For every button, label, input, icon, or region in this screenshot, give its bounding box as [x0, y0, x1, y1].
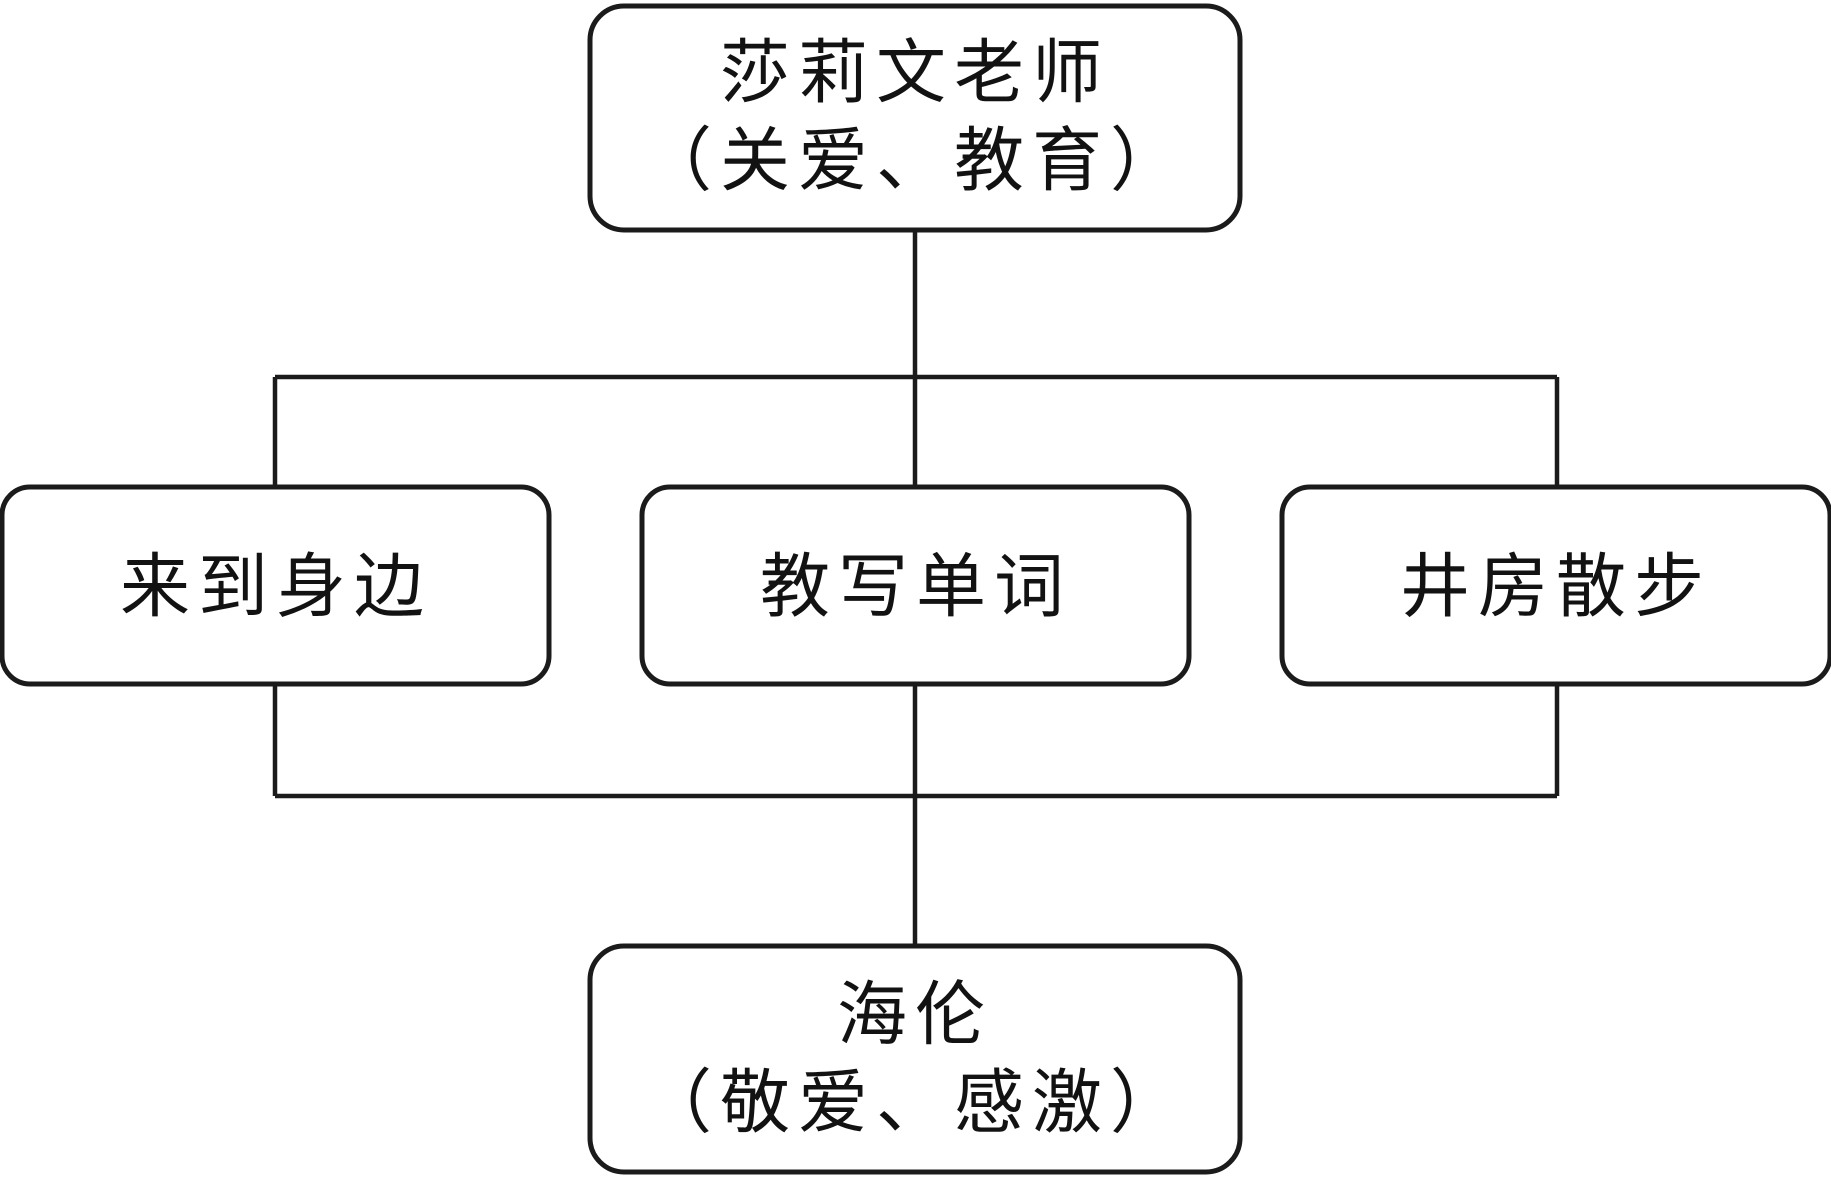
connector-lines: [272, 230, 1560, 946]
node-helen-label-line1: 海伦: [837, 978, 993, 1055]
node-teacher-label-line1: 莎莉文老师: [720, 36, 1110, 113]
node-arrive-label: 来到身边: [120, 550, 432, 627]
node-helen-label-line2: （敬爱、感激）: [642, 1066, 1188, 1143]
node-well-walk-box: [1279, 484, 1831, 687]
node-teacher-box: [587, 3, 1243, 233]
node-teach-words-box: [639, 484, 1192, 687]
node-helen-box: [587, 943, 1243, 1175]
node-boxes: [0, 3, 1831, 1175]
node-teacher-label-line2: （关爱、教育）: [642, 124, 1188, 201]
node-labels: 莎莉文老师 （关爱、教育） 来到身边 教写单词 井房散步 海伦 （敬爱、感激）: [120, 36, 1712, 1143]
node-well-walk-label: 井房散步: [1400, 550, 1712, 627]
node-teach-words-label: 教写单词: [760, 550, 1072, 627]
node-arrive-box: [0, 484, 552, 687]
